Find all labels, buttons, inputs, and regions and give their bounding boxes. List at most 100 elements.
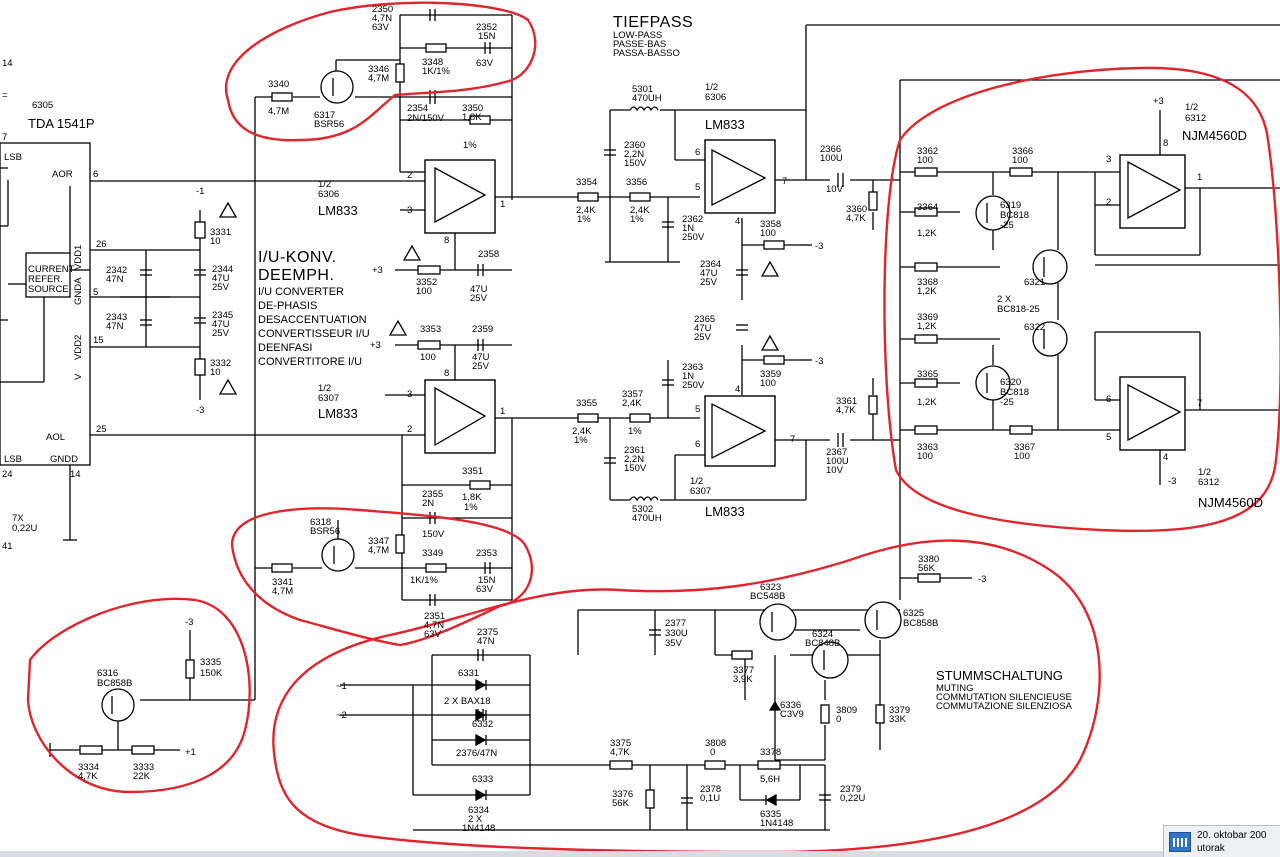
svg-text:3366: 3366 <box>1012 146 1033 157</box>
svg-text:6: 6 <box>1106 394 1111 405</box>
svg-text:REFER.: REFER. <box>28 274 63 285</box>
svg-text:5301: 5301 <box>632 84 653 95</box>
resistor-3363 <box>914 425 938 435</box>
svg-text:63V: 63V <box>476 584 494 595</box>
svg-text:14: 14 <box>2 58 13 69</box>
svg-text:4: 4 <box>1163 452 1168 463</box>
svg-text:2358: 2358 <box>478 249 499 260</box>
svg-text:2378: 2378 <box>700 784 721 795</box>
svg-text:2N/150V: 2N/150V <box>407 113 445 124</box>
svg-text:3334: 3334 <box>78 762 99 773</box>
svg-text:2: 2 <box>407 170 412 181</box>
svg-text:150V: 150V <box>624 463 647 474</box>
svg-text:0,22U: 0,22U <box>840 793 865 804</box>
resistor-3331 <box>194 221 206 239</box>
resistor-3352 <box>417 265 441 275</box>
svg-text:330U: 330U <box>665 628 688 639</box>
svg-text:6312: 6312 <box>1185 113 1206 124</box>
svg-text:10: 10 <box>210 367 221 378</box>
transistor-6324 <box>811 641 849 679</box>
svg-text:6: 6 <box>93 169 98 180</box>
svg-text:3,9K: 3,9K <box>733 674 753 685</box>
svg-text:41: 41 <box>2 541 13 552</box>
svg-text:CONVERTITORE I/U: CONVERTITORE I/U <box>258 356 362 368</box>
svg-text:1,8K: 1,8K <box>462 492 482 503</box>
svg-text:100: 100 <box>760 378 776 389</box>
svg-text:DEENFASI: DEENFASI <box>258 342 312 354</box>
svg-text:47N: 47N <box>106 274 124 285</box>
svg-text:2,4K: 2,4K <box>576 205 596 216</box>
svg-text:6307: 6307 <box>318 393 339 404</box>
svg-text:1/2: 1/2 <box>318 383 331 394</box>
op-amps <box>424 139 1186 467</box>
svg-text:3368: 3368 <box>917 277 938 288</box>
svg-text:-3: -3 <box>815 356 823 367</box>
svg-text:2 X: 2 X <box>997 294 1012 305</box>
svg-text:1,2K: 1,2K <box>917 397 937 408</box>
svg-text:2344: 2344 <box>212 264 233 275</box>
svg-text:NJM4560D: NJM4560D <box>1198 495 1263 510</box>
svg-text:1N4148: 1N4148 <box>760 818 793 829</box>
svg-text:3380: 3380 <box>918 554 939 565</box>
svg-text:3: 3 <box>1106 154 1111 165</box>
svg-text:15N: 15N <box>478 575 496 586</box>
capacitors <box>140 9 844 804</box>
svg-text:33K: 33K <box>889 714 907 725</box>
svg-text:3375: 3375 <box>610 738 631 749</box>
svg-text:2354: 2354 <box>407 103 428 114</box>
warning-icon <box>760 334 780 351</box>
svg-text:1/2: 1/2 <box>1185 102 1198 113</box>
svg-text:3352: 3352 <box>416 277 437 288</box>
svg-text:BC818: BC818 <box>1000 387 1029 398</box>
svg-text:1N: 1N <box>682 371 694 382</box>
svg-text:C3V9: C3V9 <box>780 709 804 720</box>
resistor-3357 <box>629 413 651 423</box>
svg-text:0,22U: 0,22U <box>12 523 37 534</box>
svg-text:470UH: 470UH <box>632 93 662 104</box>
svg-text:2 X BAX18: 2 X BAX18 <box>444 696 490 707</box>
svg-text:6336: 6336 <box>780 700 801 711</box>
opamp-6307-b <box>704 395 776 467</box>
resistor-3348 <box>425 43 447 53</box>
svg-text:25V: 25V <box>472 361 490 372</box>
svg-text:3367: 3367 <box>1014 442 1035 453</box>
taskbar-day: utorak <box>1197 843 1225 854</box>
fet-6318 <box>321 538 355 572</box>
svg-text:6306: 6306 <box>705 92 726 103</box>
svg-text:3355: 3355 <box>576 398 597 409</box>
taskbar-clock[interactable]: 20. oktobar 200 utorak <box>1163 825 1280 857</box>
svg-text:470UH: 470UH <box>632 513 662 524</box>
resistor-3362 <box>914 167 938 177</box>
warning-icon <box>218 378 238 395</box>
svg-text:BC818-25: BC818-25 <box>997 304 1040 315</box>
muting-title: STUMMSCHALTUNG <box>936 668 1063 683</box>
svg-text:6334: 6334 <box>468 805 489 816</box>
svg-text:4,7N: 4,7N <box>424 620 444 631</box>
svg-text:4,7N: 4,7N <box>372 13 392 24</box>
resistor-3361 <box>868 395 878 415</box>
svg-text:2N: 2N <box>422 498 434 509</box>
svg-text:3346: 3346 <box>368 64 389 75</box>
svg-text:1%: 1% <box>577 214 591 225</box>
svg-text:8: 8 <box>1163 138 1168 149</box>
svg-text:-25: -25 <box>1000 220 1014 231</box>
svg-text:2 X: 2 X <box>468 814 483 825</box>
resistor-3360 <box>868 191 878 211</box>
svg-text:+3: +3 <box>372 265 383 276</box>
resistor-3347 <box>395 534 405 554</box>
svg-text:3369: 3369 <box>917 312 938 323</box>
lowpass-title: TIEFPASS <box>613 14 693 31</box>
svg-text:1/2: 1/2 <box>690 476 703 487</box>
taskbar-date: 20. oktobar 200 <box>1197 830 1267 841</box>
resistor-3367 <box>1009 425 1033 435</box>
resistor-3379 <box>875 704 885 724</box>
resistor-3358 <box>763 240 785 250</box>
svg-text:24: 24 <box>2 469 13 480</box>
svg-text:6323: 6323 <box>760 582 781 593</box>
svg-text:10V: 10V <box>826 465 844 476</box>
resistor-3364 <box>914 207 938 217</box>
iv-converter-title: I/U-KONV. <box>258 249 337 266</box>
svg-text:2345: 2345 <box>212 310 233 321</box>
svg-text:GNDA: GNDA <box>73 277 84 305</box>
inductor-5302 <box>629 496 659 502</box>
